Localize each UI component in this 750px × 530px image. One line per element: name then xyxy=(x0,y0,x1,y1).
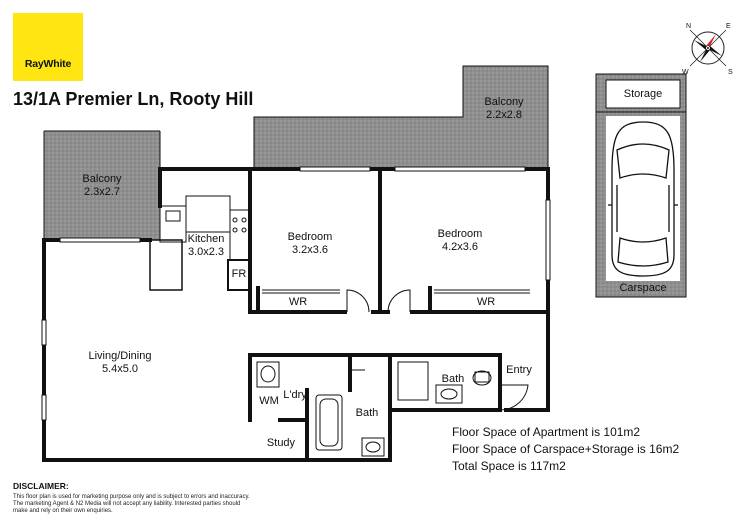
bath-1-label: Bath xyxy=(355,407,379,419)
raywhite-logo: RayWhite xyxy=(13,13,83,81)
disclaimer-title: DISCLAIMER: xyxy=(13,481,69,491)
balcony-top-label: Balcony 2.2x2.8 xyxy=(484,96,524,121)
compass-icon: N E S W xyxy=(682,23,733,76)
compass-w: W xyxy=(682,69,689,76)
laundry-label: L'dry xyxy=(283,389,307,401)
balcony-left-area xyxy=(44,131,160,240)
bath-2-label: Bath xyxy=(441,373,465,385)
carspace-label: Carspace xyxy=(619,282,667,294)
property-address: 13/1A Premier Ln, Rooty Hill xyxy=(13,89,254,109)
living-dining-label: Living/Dining 5.4x5.0 xyxy=(88,350,152,375)
compass-s: S xyxy=(728,69,733,76)
compass-n: N xyxy=(686,23,691,30)
area-apartment: Floor Space of Apartment is 101m2 xyxy=(452,425,641,439)
car-icon xyxy=(608,121,678,277)
bedroom-1-label: Bedroom 3.2x3.6 xyxy=(287,231,333,256)
washing-machine-label: WM xyxy=(259,395,279,407)
study-label: Study xyxy=(266,437,296,449)
area-carspace-storage: Floor Space of Carspace+Storage is 16m2 xyxy=(452,442,680,456)
balcony-left-label: Balcony 2.3x2.7 xyxy=(82,173,122,198)
area-total: Total Space is 117m2 xyxy=(452,459,566,473)
disclaimer-text: This floor plan is used for marketing pu… xyxy=(13,494,250,514)
bedroom-2-label: Bedroom 4.2x3.6 xyxy=(437,228,483,253)
kitchen-label: Kitchen 3.0x2.3 xyxy=(187,233,225,258)
storage-label: Storage xyxy=(623,88,663,100)
wardrobe-1-label: WR xyxy=(288,296,308,308)
entry-label: Entry xyxy=(506,364,532,376)
wardrobe-2-label: WR xyxy=(476,296,496,308)
compass-e: E xyxy=(726,23,731,30)
fridge-label: FR xyxy=(231,268,247,280)
logo-text: RayWhite xyxy=(24,58,72,70)
